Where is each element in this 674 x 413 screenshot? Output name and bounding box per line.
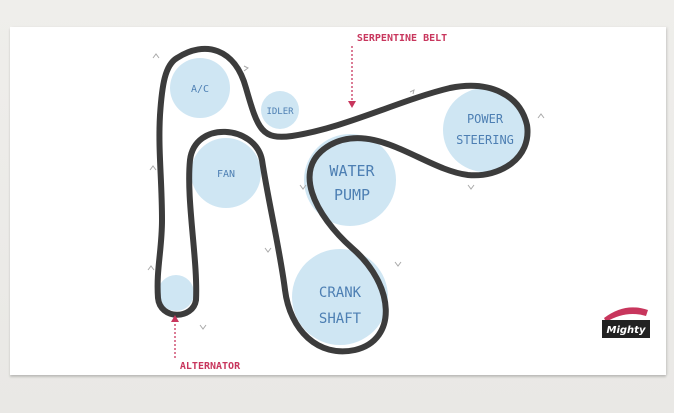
pulley-power-steering xyxy=(443,88,527,172)
mighty-logo-text: Mighty xyxy=(607,325,646,336)
serpentine-belt-label: SERPENTINE BELT xyxy=(357,33,447,44)
pulley-ac xyxy=(170,58,230,118)
idler-label: IDLER xyxy=(266,107,294,117)
crank-shaft-label-line1: CRANK xyxy=(319,285,362,301)
water-pump-label-line2: PUMP xyxy=(334,186,370,204)
water-pump-label-line1: WATER xyxy=(329,162,375,180)
power-steering-label-line2: STEERING xyxy=(456,133,514,147)
power-steering-label-line1: POWER xyxy=(467,112,504,126)
fan-label: FAN xyxy=(217,169,235,180)
serpentine-belt xyxy=(154,45,531,355)
pulley-alternator xyxy=(158,275,194,311)
crank-shaft-label-line2: SHAFT xyxy=(319,311,362,327)
pulley-fan xyxy=(191,138,261,208)
direction-arrows xyxy=(147,53,545,330)
pulley-crank-shaft xyxy=(292,249,388,345)
mighty-logo-icon: Mighty xyxy=(602,307,650,338)
pulley-water-pump xyxy=(304,134,396,226)
serpentine-belt-arrowhead xyxy=(348,101,356,108)
alternator-label: ALTERNATOR xyxy=(180,361,241,372)
alternator-arrowhead xyxy=(171,315,179,322)
ac-label: A/C xyxy=(191,84,209,95)
pulley-idler xyxy=(261,91,299,129)
